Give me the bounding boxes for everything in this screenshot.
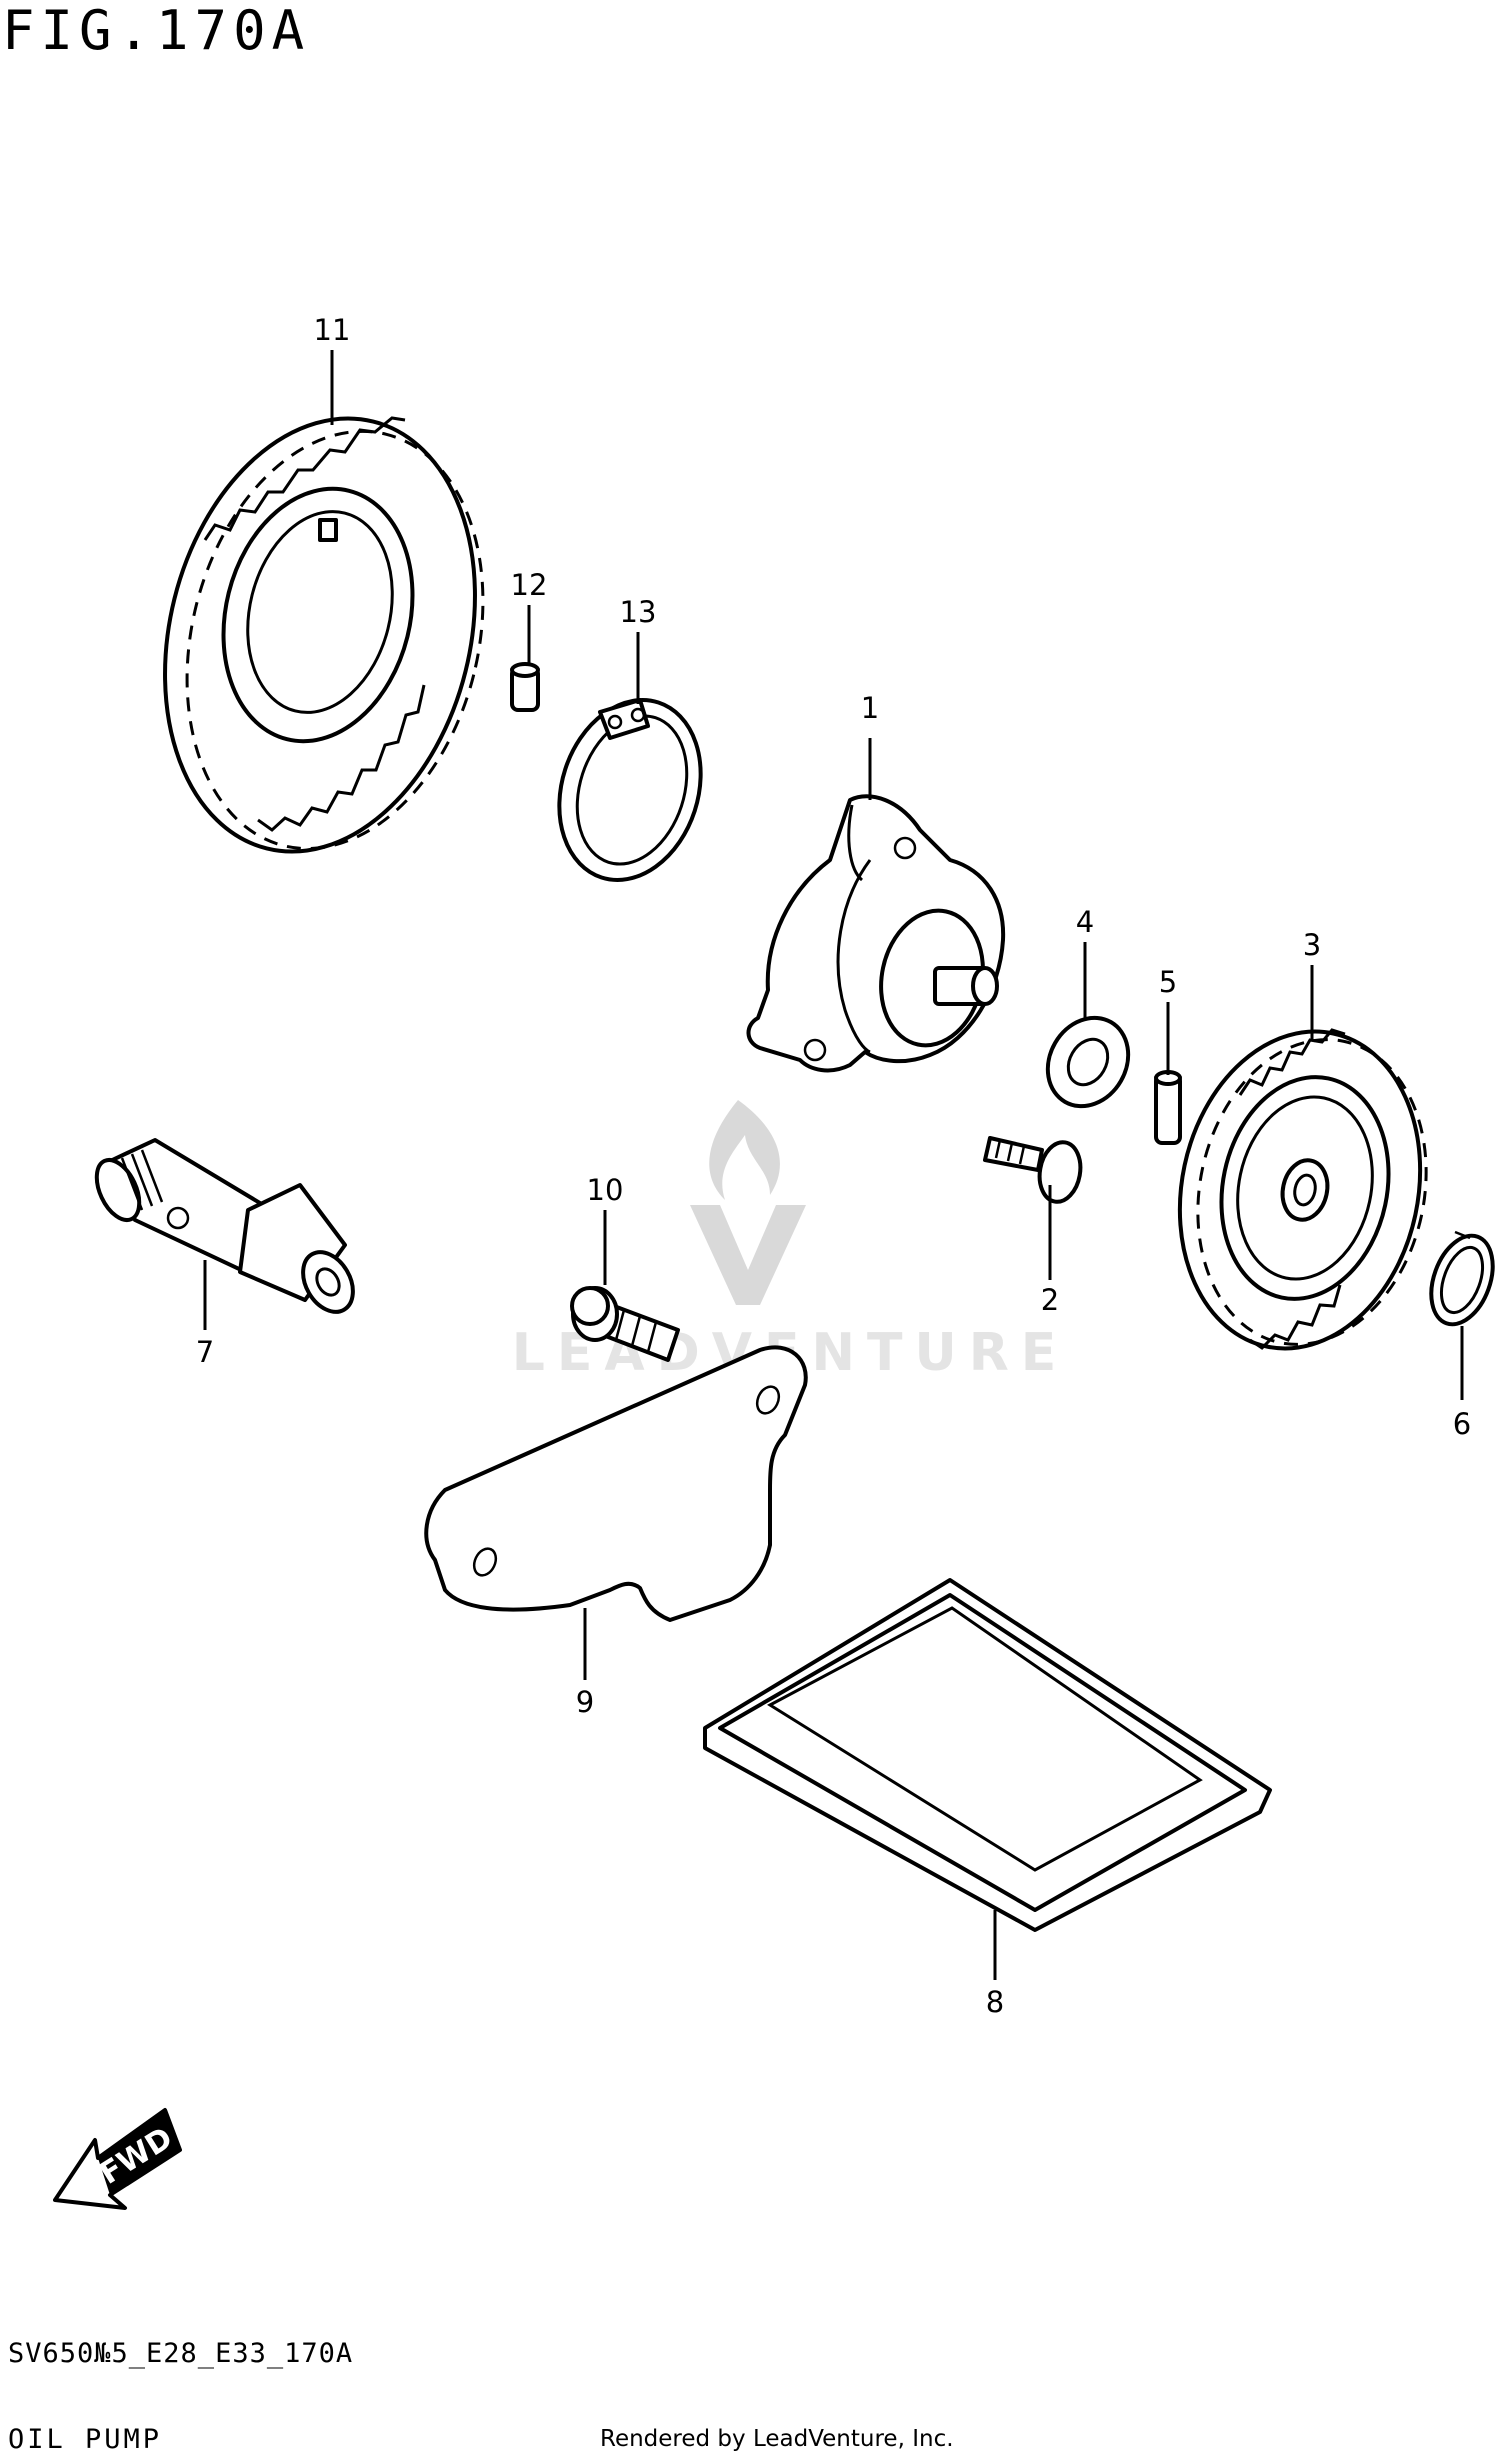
callout-6-label: 6: [1453, 1407, 1471, 1441]
callout-2-label: 2: [1041, 1283, 1059, 1317]
part-6-snap-ring: [1429, 1230, 1495, 1327]
render-credit: Rendered by LeadVenture, Inc.: [600, 2426, 954, 2452]
callout-8-label: 8: [986, 1985, 1004, 2019]
part-1-oil-pump-body: [746, 794, 1006, 1073]
part-7-oil-fitting: [94, 1138, 355, 1314]
part-8-strainer: [703, 1578, 1272, 1932]
part-2-screw: [983, 1136, 1083, 1204]
callout-12-label: 12: [511, 568, 548, 602]
part-9-plate: [424, 1345, 808, 1622]
part-4-washer: [1045, 1015, 1131, 1109]
part-3-driven-gear: [1177, 1028, 1428, 1351]
callout-7: 7: [196, 1260, 214, 1369]
callout-5-label: 5: [1159, 965, 1177, 999]
callout-12: 12: [511, 568, 548, 665]
callout-2: 2: [1041, 1185, 1059, 1317]
callout-9: 9: [576, 1608, 594, 1719]
part-11-drive-gear: [163, 416, 485, 854]
figure-title: FIG.170A: [2, 0, 311, 62]
callout-3-label: 3: [1303, 928, 1321, 962]
callout-8: 8: [986, 1910, 1004, 2019]
watermark-v-icon: [690, 1205, 806, 1305]
callout-3: 3: [1303, 928, 1321, 1040]
callout-5: 5: [1159, 965, 1177, 1075]
part-13-circlip: [557, 698, 703, 882]
diagram-caption: OIL PUMP: [8, 2424, 163, 2455]
callout-4-label: 4: [1076, 905, 1094, 939]
callout-7-label: 7: [196, 1335, 214, 1369]
part-12-dowel-pin: [510, 662, 540, 712]
callout-9-label: 9: [576, 1685, 594, 1719]
watermark-flame-icon: [709, 1100, 780, 1200]
callout-1-label: 1: [861, 691, 879, 725]
callout-13: 13: [620, 595, 657, 704]
callout-11-label: 11: [314, 313, 351, 347]
part-10-flange-bolt: [570, 1286, 680, 1362]
callout-11: 11: [314, 313, 351, 425]
fwd-arrow-icon: FWD: [53, 2108, 182, 2210]
part-5-pin: [1154, 1070, 1182, 1145]
callout-10: 10: [587, 1173, 624, 1285]
diagram-code: SV650№5_E28_E33_170A: [8, 2338, 354, 2369]
callout-13-label: 13: [620, 595, 657, 629]
callout-6: 6: [1453, 1326, 1471, 1441]
callout-10-label: 10: [587, 1173, 624, 1207]
callout-4: 4: [1076, 905, 1094, 1018]
callout-1: 1: [861, 691, 879, 800]
